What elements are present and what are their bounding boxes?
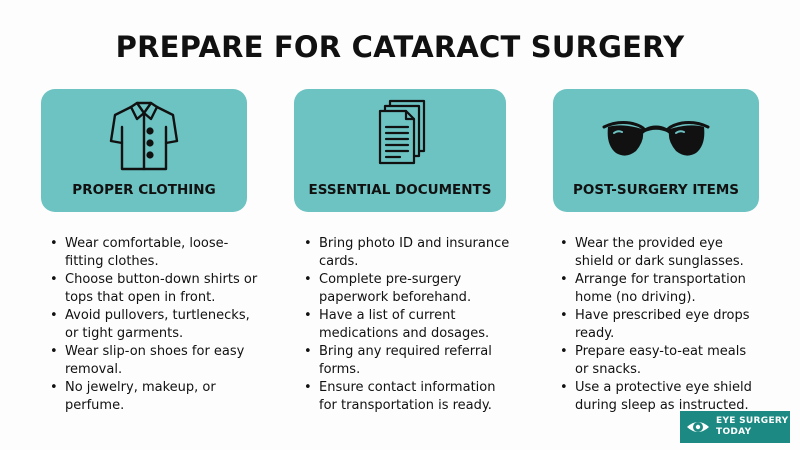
card-label-post-surgery-items: POST-SURGERY ITEMS xyxy=(572,182,740,198)
list-item: Complete pre-surgery paperwork beforehan… xyxy=(302,271,517,307)
list-item: Have a list of current medications and d… xyxy=(302,307,517,343)
page-title: PREPARE FOR CATARACT SURGERY xyxy=(115,30,685,64)
card-label-proper-clothing: PROPER CLOTHING xyxy=(72,182,216,198)
card-proper-clothing: PROPER CLOTHING xyxy=(41,89,247,212)
list-item: Ensure contact information for transport… xyxy=(302,379,517,415)
list-item: Choose button-down shirts or tops that o… xyxy=(48,271,258,307)
list-essential-documents: Bring photo ID and insurance cards. Comp… xyxy=(302,235,517,415)
card-post-surgery-items: POST-SURGERY ITEMS xyxy=(553,89,759,212)
brand-name: EYE SURGERY TODAY xyxy=(716,416,788,438)
list-item: Avoid pullovers, turtlenecks, or tight g… xyxy=(48,307,258,343)
list-proper-clothing: Wear comfortable, loose-fitting clothes.… xyxy=(48,235,258,415)
list-item: Wear the provided eye shield or dark sun… xyxy=(558,235,758,271)
brand-logo: EYE SURGERY TODAY xyxy=(680,411,790,443)
list-item: Wear comfortable, loose-fitting clothes. xyxy=(48,235,258,271)
list-post-surgery-items: Wear the provided eye shield or dark sun… xyxy=(558,235,758,415)
list-item: Arrange for transportation home (no driv… xyxy=(558,271,758,307)
brand-line-1: EYE SURGERY xyxy=(716,416,789,426)
card-essential-documents: ESSENTIAL DOCUMENTS xyxy=(294,89,506,212)
eye-icon xyxy=(680,411,716,443)
brand-line-2: TODAY xyxy=(716,427,752,437)
list-item: Bring any required referral forms. xyxy=(302,343,517,379)
sunglasses-icon xyxy=(553,97,759,175)
list-item: Have prescribed eye drops ready. xyxy=(558,307,758,343)
list-item: Use a protective eye shield during sleep… xyxy=(558,379,758,415)
card-label-essential-documents: ESSENTIAL DOCUMENTS xyxy=(308,182,492,198)
documents-icon xyxy=(294,97,506,175)
list-item: Wear slip-on shoes for easy removal. xyxy=(48,343,258,379)
list-item: No jewelry, makeup, or perfume. xyxy=(48,379,258,415)
shirt-icon xyxy=(41,97,247,175)
list-item: Bring photo ID and insurance cards. xyxy=(302,235,517,271)
list-item: Prepare easy-to-eat meals or snacks. xyxy=(558,343,758,379)
